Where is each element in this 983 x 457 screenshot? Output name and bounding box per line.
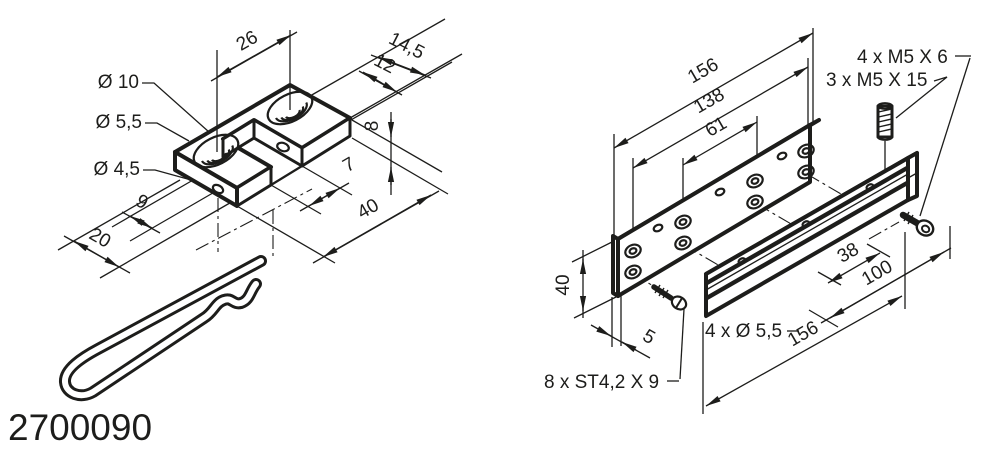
label-through-hole-dia: Ø 5,5 [96, 112, 142, 133]
plate-hole-pairs [624, 143, 815, 280]
dim-plate-height: 40 [553, 274, 574, 295]
right-assembly-view: 156 138 61 40 5 38 100 156 4 x M5 X 6 3 … [544, 28, 971, 414]
dim-hole-span: 138 [690, 84, 728, 118]
dim-slot-width: 7 [339, 153, 359, 176]
left-extension-lines [57, 18, 463, 279]
stud-drawing [876, 102, 894, 141]
pin-hole-slot [276, 141, 290, 153]
tapping-screw-drawing [651, 284, 688, 311]
label-counterbore-dia: Ø 10 [98, 72, 139, 93]
clip-drawing [59, 255, 267, 402]
plate-stud-holes [652, 151, 788, 233]
left-dimension-lines [63, 31, 440, 274]
dim-plate-length: 156 [684, 54, 722, 88]
label-through-holes: 4 x Ø 5,5 [705, 321, 782, 342]
counterbore-hole-right [266, 90, 314, 126]
dim-rail-hole-spacing: 38 [834, 239, 863, 268]
dim-hole-spacing: 26 [233, 27, 262, 56]
dim-stud-spacing: 61 [702, 113, 731, 142]
rail-holes [737, 183, 875, 265]
dim-thickness: 8 [362, 121, 383, 132]
mounting-plate [611, 118, 821, 298]
dim-hole-offset: 9 [132, 190, 152, 213]
dim-plate-thickness: 5 [639, 325, 659, 348]
counterbore-hole-left [192, 133, 240, 169]
right-leader-lines [667, 55, 971, 382]
dim-width: 20 [85, 224, 114, 253]
stud-threads [878, 108, 892, 133]
clamping-rail [704, 151, 919, 318]
left-part-view: Ø 10 Ø 5,5 Ø 4,5 26 14,5 12 8 7 40 9 20 [57, 18, 463, 402]
dim-tab-offset: 12 [370, 50, 398, 78]
clamp-block [173, 83, 352, 208]
pin-hole-front [211, 183, 225, 195]
dim-rail-span: 100 [858, 256, 896, 290]
label-studs: 3 x M5 X 15 [826, 70, 927, 91]
dim-rail-length: 156 [784, 317, 822, 351]
label-tapping-screws: 8 x ST4,2 X 9 [544, 372, 659, 393]
part-number: 2700090 [8, 407, 152, 448]
cap-screw-drawing [899, 211, 935, 237]
label-pin-hole-dia: Ø 4,5 [94, 159, 140, 180]
left-centre-lines [195, 85, 313, 258]
dim-length: 40 [354, 195, 383, 224]
right-dimension-lines [579, 32, 952, 407]
label-cap-screws: 4 x M5 X 6 [857, 47, 948, 68]
